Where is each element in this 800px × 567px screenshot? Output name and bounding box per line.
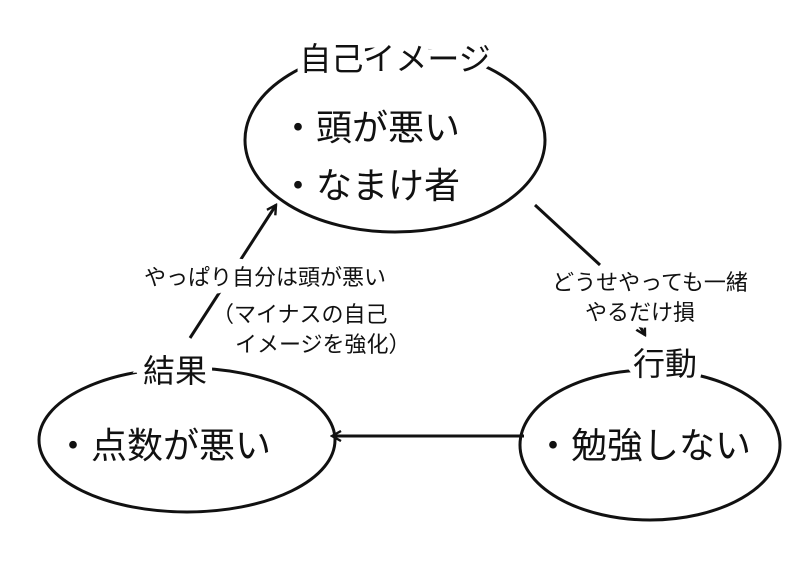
self-image-title: 自己イメージ bbox=[299, 40, 490, 78]
arrow-result-to-self-image bbox=[188, 205, 276, 339]
arrow-label-line: どうせやっても一緒 bbox=[552, 271, 748, 296]
result-item: ・点数が悪い bbox=[55, 426, 271, 467]
arrow-label-line: やっぱり自分は頭が悪い bbox=[144, 266, 386, 291]
action-node bbox=[518, 368, 782, 522]
arrow-label-line: イメージを強化） bbox=[235, 333, 411, 358]
action-title: 行動 bbox=[633, 345, 697, 383]
arrow-self-image-to-action-tip bbox=[623, 299, 647, 335]
result-title: 結果 bbox=[143, 352, 207, 390]
self-image-node bbox=[243, 46, 547, 234]
self-image-item: ・頭が悪い bbox=[280, 108, 460, 149]
self-image-item: ・なまけ者 bbox=[280, 166, 460, 207]
arrow-label-line: やるだけ損 bbox=[585, 301, 695, 326]
action-item: ・勉強しない bbox=[535, 426, 751, 467]
arrow-self-image-to-action bbox=[533, 203, 602, 267]
arrow-label-line: （マイナスの自己 bbox=[212, 303, 388, 328]
